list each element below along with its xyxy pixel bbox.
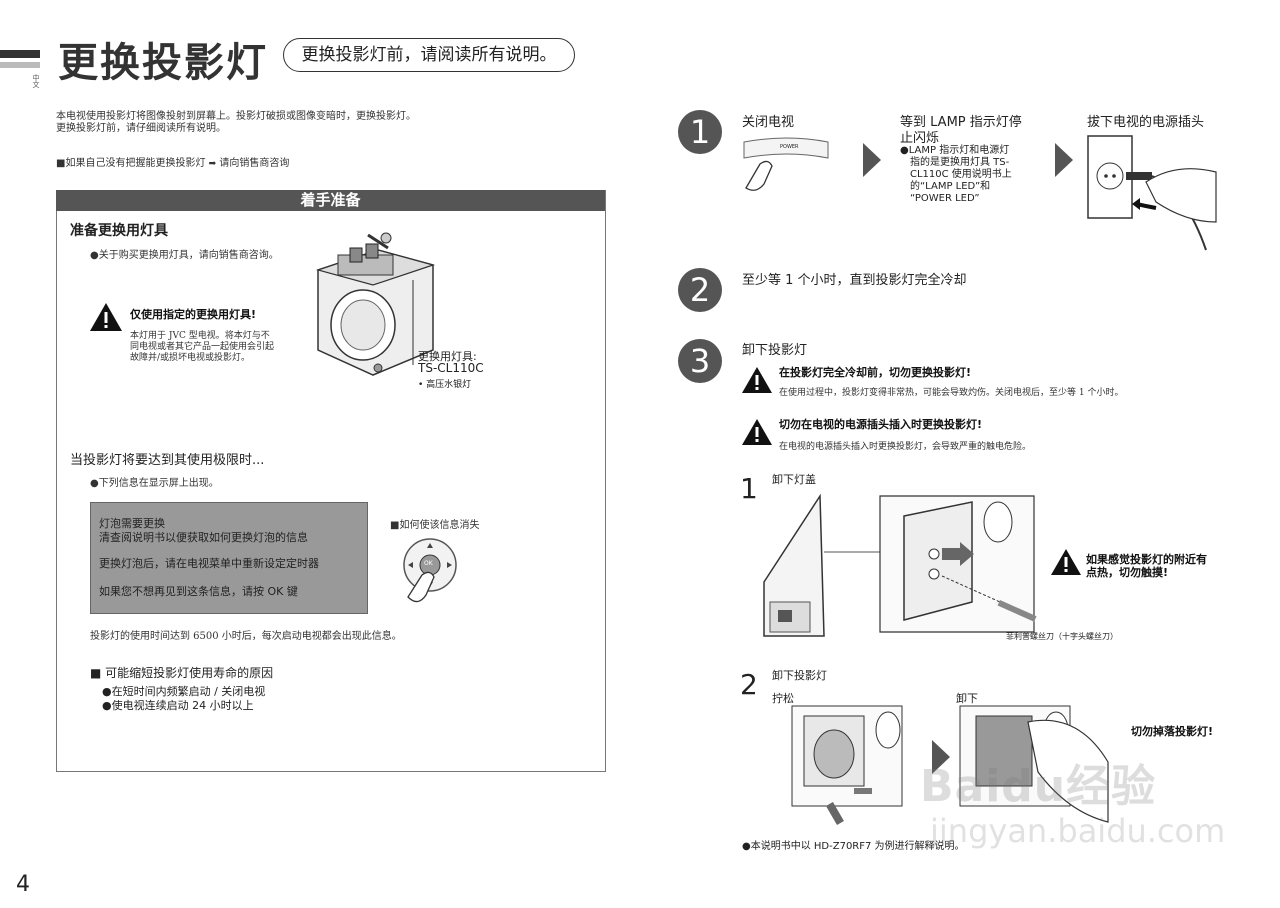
consult-prefix: ■如果自己没有把握能更换投影灯 (56, 158, 206, 169)
warning-line: 同电视或者其它产品一起使用会引起 (130, 342, 275, 352)
ok-label: OK (424, 560, 433, 567)
hours-note: 投影灯的使用时间达到 6500 小时后，每次启动电视都会出现此信息。 (90, 631, 402, 642)
note-line: 指的是更换用灯具 TS- (910, 157, 1010, 168)
warning-title-cool: 在投影灯完全冷却前，切勿更换投影灯! (779, 366, 972, 379)
osd-line-1: 灯泡需要更换 (99, 517, 165, 530)
header-bar-dark (0, 50, 40, 58)
loosen-screws-illustration (791, 705, 903, 826)
note-line: “POWER LED” (910, 193, 980, 204)
intro-line-1: 本电视使用投影灯将图像投射到屏幕上。投影灯破损或图像变暗时，更换投影灯。 (56, 111, 416, 122)
unplug-illustration (1087, 135, 1217, 251)
step-1b-line-2: 止闪烁 (900, 131, 940, 146)
step-1b-note: ●LAMP 指示灯和电源灯 指的是更换用灯具 TS- CL110C 使用说明书上… (900, 145, 1012, 205)
arrow-right-icon: ➡ (208, 159, 217, 169)
loosen-label: 拧松 (772, 692, 794, 705)
warning-line: 故障并/或损坏电视或投影灯。 (130, 353, 251, 363)
section-title-limit: 当投影灯将要达到其使用极限时... (70, 453, 265, 468)
power-label: POWER (780, 144, 799, 150)
step-arrow-icon (863, 143, 881, 177)
page-title: 更换投影灯 (58, 40, 268, 86)
step-1b-line-1: 等到 LAMP 指示灯停 (900, 115, 1022, 130)
warning-icon (742, 367, 772, 393)
step-3-text: 卸下投影灯 (742, 343, 808, 358)
step-arrow-icon (1055, 143, 1073, 177)
remove-label: 卸下 (956, 692, 978, 705)
warning-body-plug: 在电视的电源插头插入时更换投影灯，会导致严重的触电危险。 (779, 442, 1032, 452)
consult-note: ■如果自己没有把握能更换投影灯 ➡ 请向销售商咨询 (56, 157, 289, 171)
substep-2-number: 2 (740, 668, 758, 701)
warning-title-lamp: 仅使用指定的更换用灯具! (130, 308, 257, 321)
consult-suffix: 请向销售商咨询 (219, 158, 290, 169)
osd-line-3: 更换灯泡后，请在电视菜单中重新设定定时器 (99, 557, 319, 570)
hot-warning-line-2: 点热，切勿触摸! (1086, 566, 1169, 579)
remove-cover-illustration (763, 493, 1037, 637)
power-button-illustration (743, 137, 829, 191)
osd-line-4: 如果您不想再见到这条信息，请按 OK 键 (99, 585, 298, 598)
step-1a-text: 关闭电视 (742, 115, 795, 130)
warning-icon (1051, 549, 1081, 575)
osd-message-box: 灯泡需要更换 清查阅说明书以便获取如何更换灯泡的信息 更换灯泡后，请在电视菜单中… (90, 502, 368, 614)
lamp-type: • 高压水银灯 (418, 380, 472, 390)
bullet-purchase: ●关于购买更换用灯具，请向销售商咨询。 (90, 250, 279, 261)
language-tab: 中文 (32, 74, 40, 88)
intro-line-2: 更换投影灯前，请仔细阅读所有说明。 (56, 123, 226, 134)
lamp-label: 更换用灯具: (418, 350, 477, 363)
remove-lamp-illustration (959, 705, 1109, 823)
lamp-model: TS-CL110C (418, 361, 484, 375)
section-title-causes: ■ 可能缩短投影灯使用寿命的原因 (90, 666, 274, 680)
page-number: 4 (16, 872, 30, 897)
step-2-text: 至少等 1 个小时，直到投影灯完全冷却 (742, 273, 967, 288)
hot-warning-line-1: 如果感觉投影灯的附近有 (1086, 553, 1207, 566)
no-drop-warning: 切勿掉落投影灯! (1131, 725, 1214, 738)
notice-pill: 更换投影灯前，请阅读所有说明。 (283, 38, 575, 72)
step-2-circle: 2 (678, 268, 722, 312)
substep-1-number: 1 (740, 472, 758, 505)
prepare-header: 着手准备 (56, 190, 605, 211)
warning-title-plug: 切勿在电视的电源插头插入时更换投影灯! (779, 418, 983, 431)
substep-1-label: 卸下灯盖 (772, 473, 816, 486)
warning-line: 本灯用于 JVC 型电视。将本灯与不 (130, 331, 270, 341)
note-line: ●LAMP 指示灯和电源灯 (900, 145, 1010, 156)
note-line: CL110C 使用说明书上 (910, 169, 1012, 180)
section-title-prepare-lamp: 准备更换用灯具 (70, 223, 168, 239)
remote-ok-button-illustration (403, 538, 457, 603)
note-line: 的“LAMP LED”和 (910, 181, 991, 192)
model-footnote: ●本说明书中以 HD-Z70RF7 为例进行解释说明。 (742, 841, 965, 852)
step-arrow-icon (932, 740, 950, 774)
header-bar-light (0, 62, 40, 68)
step-3-circle: 3 (678, 339, 722, 383)
cause-1: ●在短时间内频繁启动 / 关闭电视 (102, 685, 266, 698)
step-1-circle: 1 (678, 110, 722, 154)
lamp-unit-illustration (315, 232, 436, 376)
bullet-message: ●下列信息在显示屏上出现。 (90, 478, 219, 489)
cause-2: ●使电视连续启动 24 小时以上 (102, 699, 254, 712)
osd-line-2: 清查阅说明书以便获取如何更换灯泡的信息 (99, 531, 308, 544)
warning-icon (742, 419, 772, 445)
warning-icon (90, 303, 122, 331)
warning-body-cool: 在使用过程中，投影灯变得非常热，可能会导致灼伤。关闭电视后，至少等 1 个小时。 (779, 388, 1124, 398)
warning-body-lamp: 本灯用于 JVC 型电视。将本灯与不 同电视或者其它产品一起使用会引起 故障并/… (130, 331, 274, 364)
watermark-url: jingyan.baidu.com (930, 812, 1226, 850)
screwdriver-label: 菲利普螺丝刀（十字头螺丝刀） (1006, 632, 1118, 641)
dismiss-label: ■如何使该信息消失 (390, 520, 480, 531)
watermark-brand: Baidu经验 (920, 761, 1157, 812)
substep-2-label: 卸下投影灯 (772, 669, 827, 682)
step-1c-text: 拔下电视的电源插头 (1087, 115, 1205, 130)
